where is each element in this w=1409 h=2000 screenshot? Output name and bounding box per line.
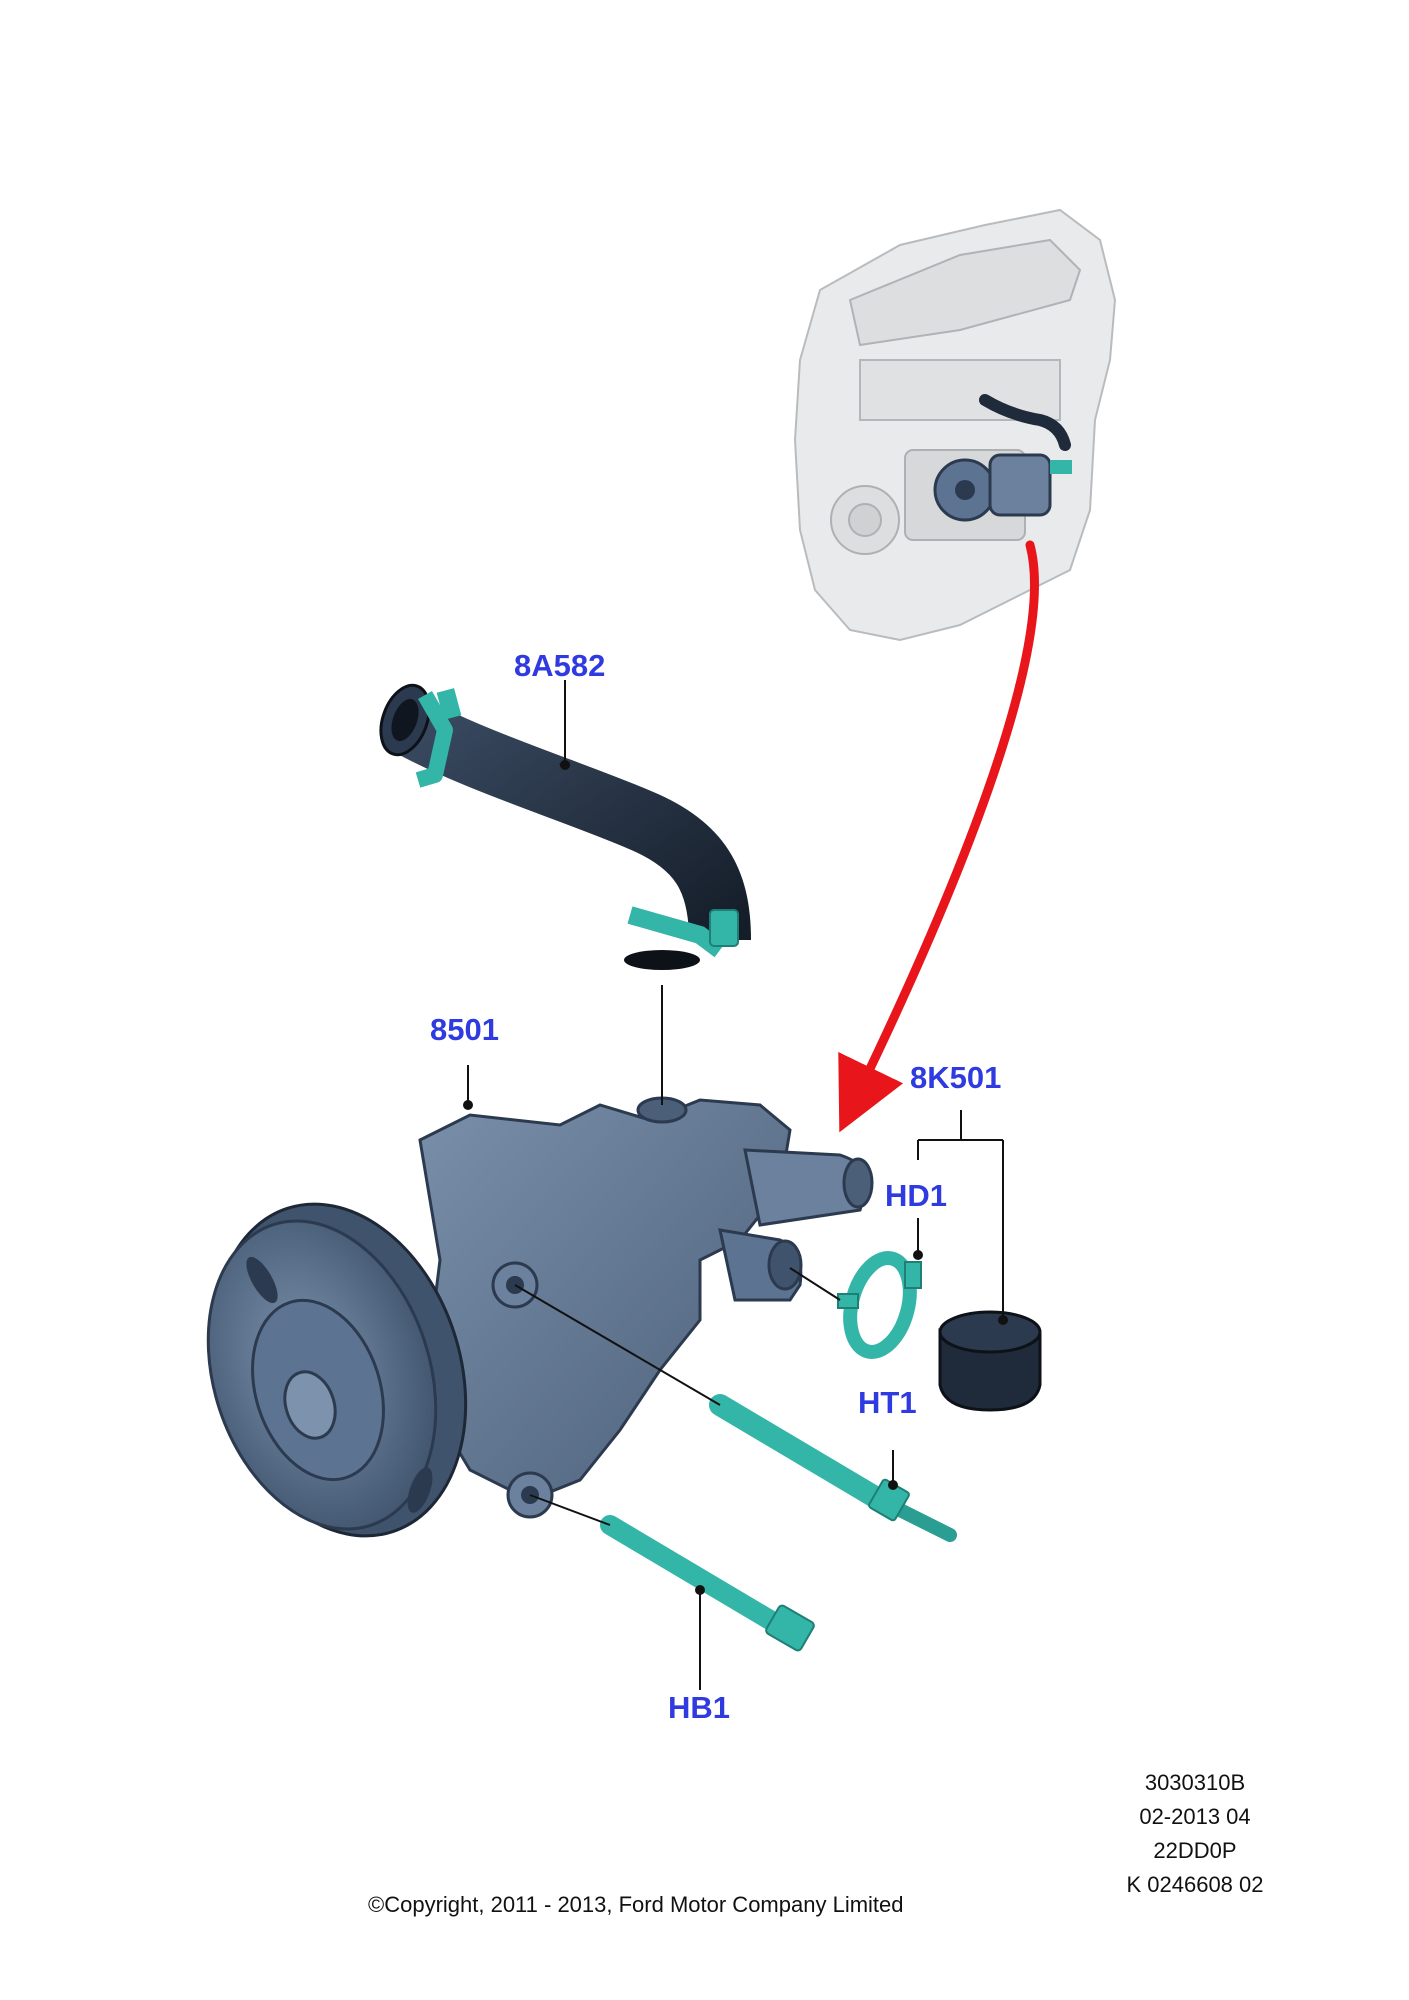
callout-hose: 8A582 [514, 648, 606, 683]
reference-line-1: 3030310B [1144, 1770, 1246, 1795]
connector-cap [938, 1310, 1042, 1412]
reference-line-2: 02-2013 04 [1139, 1804, 1251, 1829]
water-pump [206, 1096, 874, 1538]
reference-block: 3030310B 02-2013 04 22DD0P K 0246608 02 [1100, 1770, 1290, 1898]
bolt [600, 1515, 815, 1652]
callout-bolt: HB1 [668, 1690, 731, 1725]
engine-overview-icon [793, 208, 1117, 642]
callout-connector-group: 8K501 [910, 1060, 1002, 1095]
coolant-hose [379, 683, 751, 970]
callout-pump: 8501 [430, 1012, 499, 1047]
red-curved-arrow-icon [838, 540, 1039, 1133]
stud [709, 1394, 957, 1542]
copyright-notice: ©Copyright, 2011 - 2013, Ford Motor Comp… [368, 1892, 904, 1917]
callout-stud: HT1 [858, 1385, 917, 1420]
hose-clip [837, 1251, 922, 1359]
leader-dots [463, 760, 1008, 1595]
reference-line-4: K 0246608 02 [1126, 1872, 1264, 1897]
reference-line-3: 22DD0P [1153, 1838, 1237, 1863]
leader-lines [467, 680, 1004, 1690]
callout-clip: HD1 [885, 1178, 948, 1213]
